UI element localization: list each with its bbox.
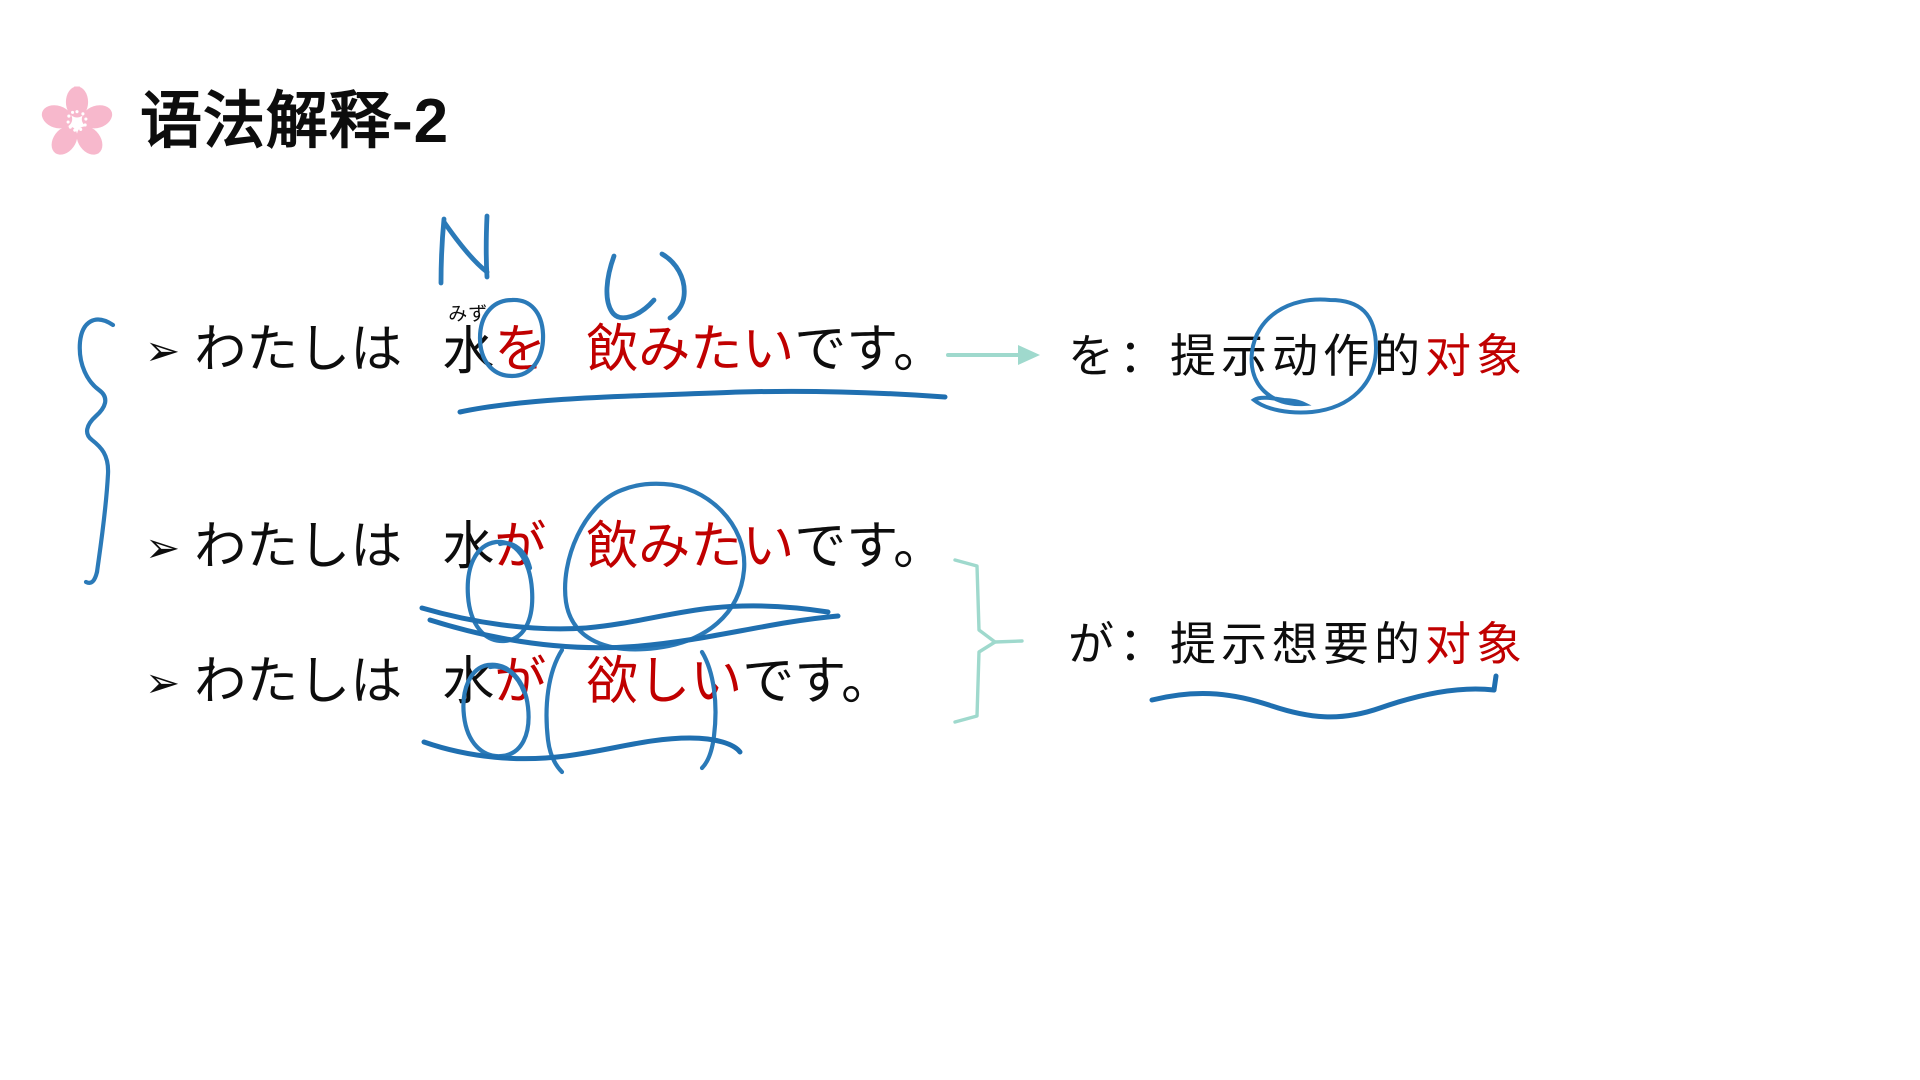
mint-arrow-right [946, 345, 1040, 365]
explanation-ga-highlight: 对象 [1425, 617, 1527, 671]
bullet-marker-1: ➢ [145, 328, 181, 375]
line2-predicate: 飲みたい [586, 517, 795, 577]
explanation-ga-particle: が： [1068, 617, 1170, 671]
line1-particle: を [494, 320, 547, 381]
line1-predicate: 飲みたい [586, 320, 795, 381]
explanation-wo: を：提示动作的对象 [1068, 320, 1527, 386]
line3-tail: です。 [742, 652, 894, 712]
line2-subject: わたしは [194, 517, 403, 577]
bullet-marker-2: ➢ [145, 525, 181, 572]
sakura-flower-icon [41, 86, 113, 155]
line1-noun: 水 [442, 322, 495, 382]
explanation-wo-highlight: 对象 [1425, 329, 1527, 383]
ink-stroke-n [438, 213, 490, 286]
line1-subject: わたしは [194, 320, 403, 381]
slide-title-row: 语法解释-2 [40, 85, 449, 159]
sentence-line-1: ➢ わたしは みず 水 を 飲みたい です。 [145, 303, 946, 382]
line3-predicate: 欲しい [586, 652, 743, 712]
sentence-line-2: ➢ わたしは 水 が 飲みたい です。 [145, 520, 945, 575]
line2-noun: 水 [442, 517, 495, 577]
line3-subject: わたしは [194, 652, 403, 712]
explanation-wo-body: 提示动作的 [1170, 329, 1425, 383]
ink-underline-line2 [419, 603, 841, 651]
explanation-ga-body: 提示想要的 [1170, 617, 1425, 671]
line3-noun: 水 [442, 652, 495, 712]
ink-wave-underline-ga [1149, 673, 1499, 720]
ink-underline-line3 [421, 735, 743, 762]
line2-tail: です。 [794, 517, 946, 577]
sentence-line-3: ➢ わたしは 水 が 欲しい です。 [145, 655, 893, 710]
page-title: 语法解释-2 [140, 87, 450, 156]
line2-particle: が [494, 517, 547, 577]
line1-noun-ruby: みず 水 [442, 303, 495, 382]
explanation-ga: が：提示想要的对象 [1068, 608, 1527, 674]
bullet-marker-3: ➢ [145, 660, 181, 707]
line1-furigana: みず [448, 303, 489, 325]
ink-brace-left [77, 317, 116, 585]
line3-particle: が [494, 652, 547, 712]
line1-tail: です。 [794, 320, 946, 381]
mint-brace-group [953, 558, 1024, 724]
ink-underline-line1 [457, 388, 948, 415]
explanation-wo-particle: を： [1068, 329, 1170, 383]
